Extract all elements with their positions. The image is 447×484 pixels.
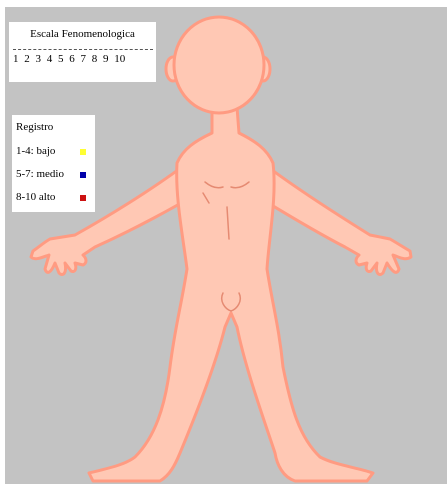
legend-item-medium: 5-7: medio [16, 168, 64, 180]
legend-item-high: 8-10 alto [16, 191, 55, 203]
legend-title: Registro [16, 121, 53, 133]
head[interactable] [174, 17, 264, 113]
body-map-canvas[interactable]: Escala Fenomenologica 1 2 3 4 5 6 7 8 9 … [5, 7, 447, 484]
legend-swatch-medium [80, 172, 86, 178]
legend-swatch-low [80, 149, 86, 155]
legend-label-low: 1-4: bajo [16, 145, 55, 157]
scale-divider [13, 49, 153, 50]
legend-swatch-high [80, 195, 86, 201]
scale-numbers[interactable]: 1 2 3 4 5 6 7 8 9 10 [13, 53, 155, 65]
torso-and-legs[interactable] [89, 107, 373, 481]
legend-panel: Registro 1-4: bajo 5-7: medio 8-10 alto [12, 115, 95, 212]
scale-title: Escala Fenomenologica [9, 28, 156, 40]
phenomenological-scale-panel: Escala Fenomenologica 1 2 3 4 5 6 7 8 9 … [9, 22, 156, 82]
legend-item-low: 1-4: bajo [16, 145, 55, 157]
legend-label-high: 8-10 alto [16, 191, 55, 203]
legend-label-medium: 5-7: medio [16, 168, 64, 180]
